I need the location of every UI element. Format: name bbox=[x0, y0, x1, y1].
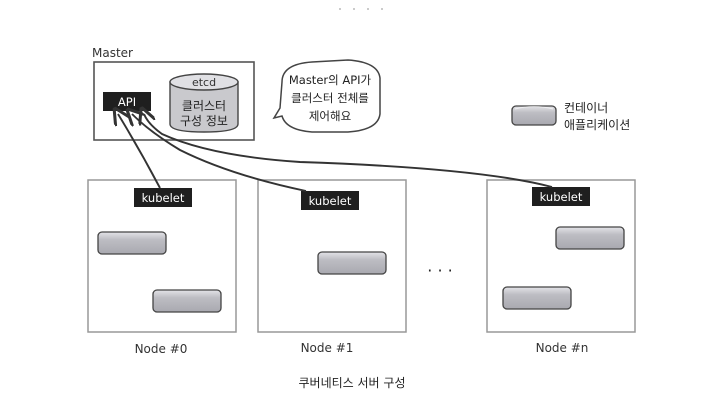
node-n-label: Node #n bbox=[536, 341, 589, 355]
etcd-label: etcd bbox=[192, 76, 216, 89]
speech-bubble bbox=[272, 59, 381, 133]
node-1-kubelet-label: kubelet bbox=[309, 194, 352, 208]
node-1-label: Node #1 bbox=[301, 341, 354, 355]
node-n-kubelet-box bbox=[532, 187, 590, 206]
legend-line-1: 컨테이너 bbox=[564, 101, 608, 115]
etcd-cylinder bbox=[169, 73, 239, 133]
node-1-container-1 bbox=[317, 251, 387, 275]
cluster-info-line-1: 클러스터 bbox=[182, 99, 226, 113]
node-0-kubelet-box bbox=[134, 188, 192, 207]
legend-container-icon bbox=[511, 105, 557, 126]
bubble-line-1: Master의 API가 bbox=[289, 73, 372, 87]
bubble-line-3: 제어해요 bbox=[309, 109, 351, 123]
bubble-line-2: 클러스터 전체를 bbox=[291, 91, 369, 105]
node-n-container-2 bbox=[502, 286, 572, 310]
node-0-label: Node #0 bbox=[135, 342, 188, 356]
arrow-node-0-to-api bbox=[118, 114, 161, 189]
node-0-container-2 bbox=[152, 289, 222, 313]
legend-line-2: 애플리케이션 bbox=[564, 118, 630, 132]
node-1-kubelet-box bbox=[301, 191, 359, 210]
cluster-info-line-2: 구성 정보 bbox=[180, 114, 228, 128]
figure-caption: 쿠버네티스 서버 구성 bbox=[299, 376, 406, 390]
node-0-container-1 bbox=[97, 231, 167, 255]
api-label: API bbox=[118, 95, 136, 109]
arrow-node-n-to-api bbox=[144, 114, 553, 188]
master-label: Master bbox=[92, 46, 133, 60]
node-0-kubelet-label: kubelet bbox=[142, 191, 185, 205]
node-n-container-1 bbox=[555, 226, 625, 250]
top-decoration-dots bbox=[339, 8, 383, 10]
node-n-kubelet-label: kubelet bbox=[540, 190, 583, 204]
arrow-node-1-to-api bbox=[132, 114, 307, 192]
nodes-ellipsis: · · · bbox=[427, 261, 452, 280]
